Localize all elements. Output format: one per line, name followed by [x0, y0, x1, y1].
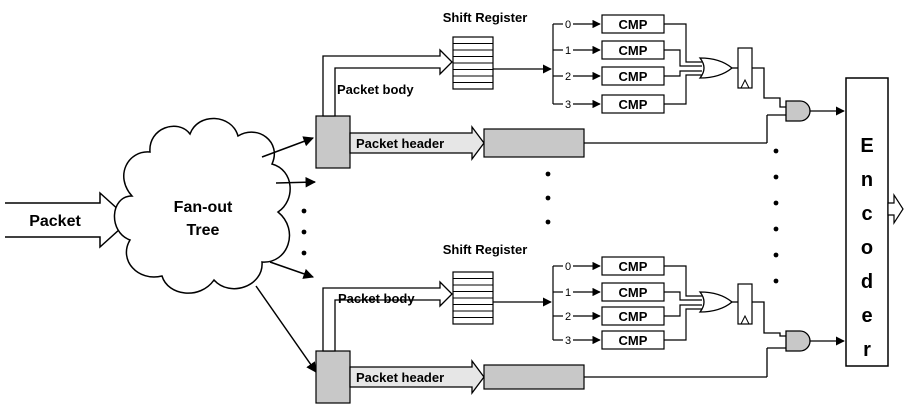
top-packet-body-arrow — [322, 48, 453, 117]
fanout-tree-cloud: Fan-out Tree — [113, 117, 291, 294]
encoder-letter-3: o — [861, 237, 873, 259]
encoder-letter-6: r — [863, 339, 871, 361]
top-splitter-block — [315, 115, 351, 169]
bottom-shift-register — [452, 271, 494, 325]
top-shift-register-label: Shift Register — [443, 10, 528, 25]
bottom-path: Packet body Packet header Shift Register — [315, 242, 845, 404]
encoder-letter-5: e — [861, 305, 872, 327]
bottom-cmp-label-1: CMP — [619, 285, 648, 300]
top-cmp-index-1: 1 — [565, 45, 571, 57]
bottom-header-buffer — [483, 364, 585, 390]
bottom-flip-flop — [737, 283, 753, 325]
top-path: Packet body Packet header Shift Register — [315, 10, 845, 169]
top-packet-body-label: Packet body — [337, 82, 414, 97]
top-packet-header-arrow — [349, 125, 485, 161]
top-or-gate — [698, 57, 734, 79]
fanout-arrows — [255, 136, 317, 373]
top-cmp-label-1: CMP — [619, 43, 648, 58]
top-and-gate — [785, 100, 811, 122]
encoder-letter-1: n — [861, 169, 873, 191]
bottom-or-gate — [698, 291, 734, 313]
input-packet-label: Packet — [29, 213, 81, 230]
bottom-cmp-index-3: 3 — [565, 335, 571, 347]
bottom-and-gate — [785, 330, 811, 352]
top-cmp-label-0: CMP — [619, 17, 648, 32]
top-header-buffer — [483, 128, 585, 158]
bottom-shift-register-label: Shift Register — [443, 242, 528, 257]
bottom-packet-header-arrow — [349, 359, 485, 395]
bottom-packet-body-label: Packet body — [338, 291, 415, 306]
bottom-cmp-label-0: CMP — [619, 259, 648, 274]
encoder-block: E n c o d e r — [845, 77, 889, 367]
bottom-packet-header-label: Packet header — [356, 370, 444, 385]
bottom-cmp-label-2: CMP — [619, 309, 648, 324]
bottom-cmp-index-2: 2 — [565, 311, 571, 323]
top-cmp-label-3: CMP — [619, 97, 648, 112]
bottom-splitter-block — [315, 350, 351, 404]
encoder-letter-4: d — [861, 271, 873, 293]
top-packet-header-label: Packet header — [356, 136, 444, 151]
fanout-ellipsis-dots — [301, 208, 307, 256]
encoder-letter-0: E — [860, 135, 873, 157]
bottom-packet-body-arrow — [322, 280, 453, 352]
top-cmp-index-2: 2 — [565, 71, 571, 83]
top-cmp-label-2: CMP — [619, 69, 648, 84]
bottom-cmp-index-1: 1 — [565, 287, 571, 299]
top-shift-register — [452, 36, 494, 90]
bottom-cmp-label-3: CMP — [619, 333, 648, 348]
encoder-letter-2: c — [861, 203, 872, 225]
encoder-output-arrow — [887, 192, 904, 226]
middle-ellipsis-dots — [545, 148, 779, 284]
input-packet-arrow: Packet — [5, 191, 132, 249]
top-cmp-index-0: 0 — [565, 19, 571, 31]
fanout-label-line2: Tree — [187, 222, 220, 239]
bottom-comparators: CMP CMP CMP CMP — [601, 256, 665, 350]
fanout-label-line1: Fan-out — [174, 199, 233, 216]
top-cmp-index-3: 3 — [565, 99, 571, 111]
top-flip-flop — [737, 47, 753, 89]
bottom-cmp-index-0: 0 — [565, 261, 571, 273]
top-comparators: CMP CMP CMP CMP — [601, 14, 665, 114]
